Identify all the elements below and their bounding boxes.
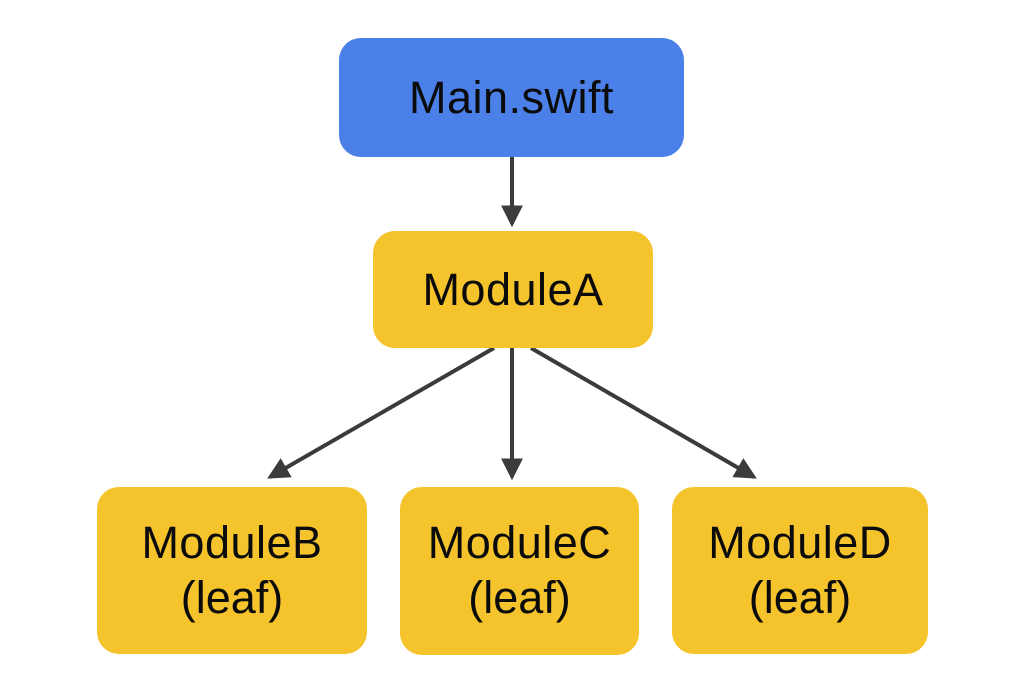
node-main-swift: Main.swift <box>339 38 684 157</box>
edge-modulea-to-moduled <box>529 346 757 479</box>
node-sublabel: (leaf) <box>180 571 284 623</box>
node-module-b: ModuleB (leaf) <box>97 487 367 654</box>
node-label: ModuleB <box>141 516 323 568</box>
edge-modulea-to-moduleb <box>267 346 495 479</box>
node-label: ModuleD <box>708 516 892 568</box>
node-sublabel: (leaf) <box>748 571 852 623</box>
node-sublabel: (leaf) <box>468 572 571 623</box>
node-module-d: ModuleD (leaf) <box>672 487 928 654</box>
node-module-c: ModuleC (leaf) <box>400 487 639 655</box>
node-label: ModuleA <box>422 263 604 315</box>
node-label: ModuleC <box>427 517 612 568</box>
node-module-a: ModuleA <box>373 231 653 348</box>
node-label: Main.swift <box>408 71 615 123</box>
